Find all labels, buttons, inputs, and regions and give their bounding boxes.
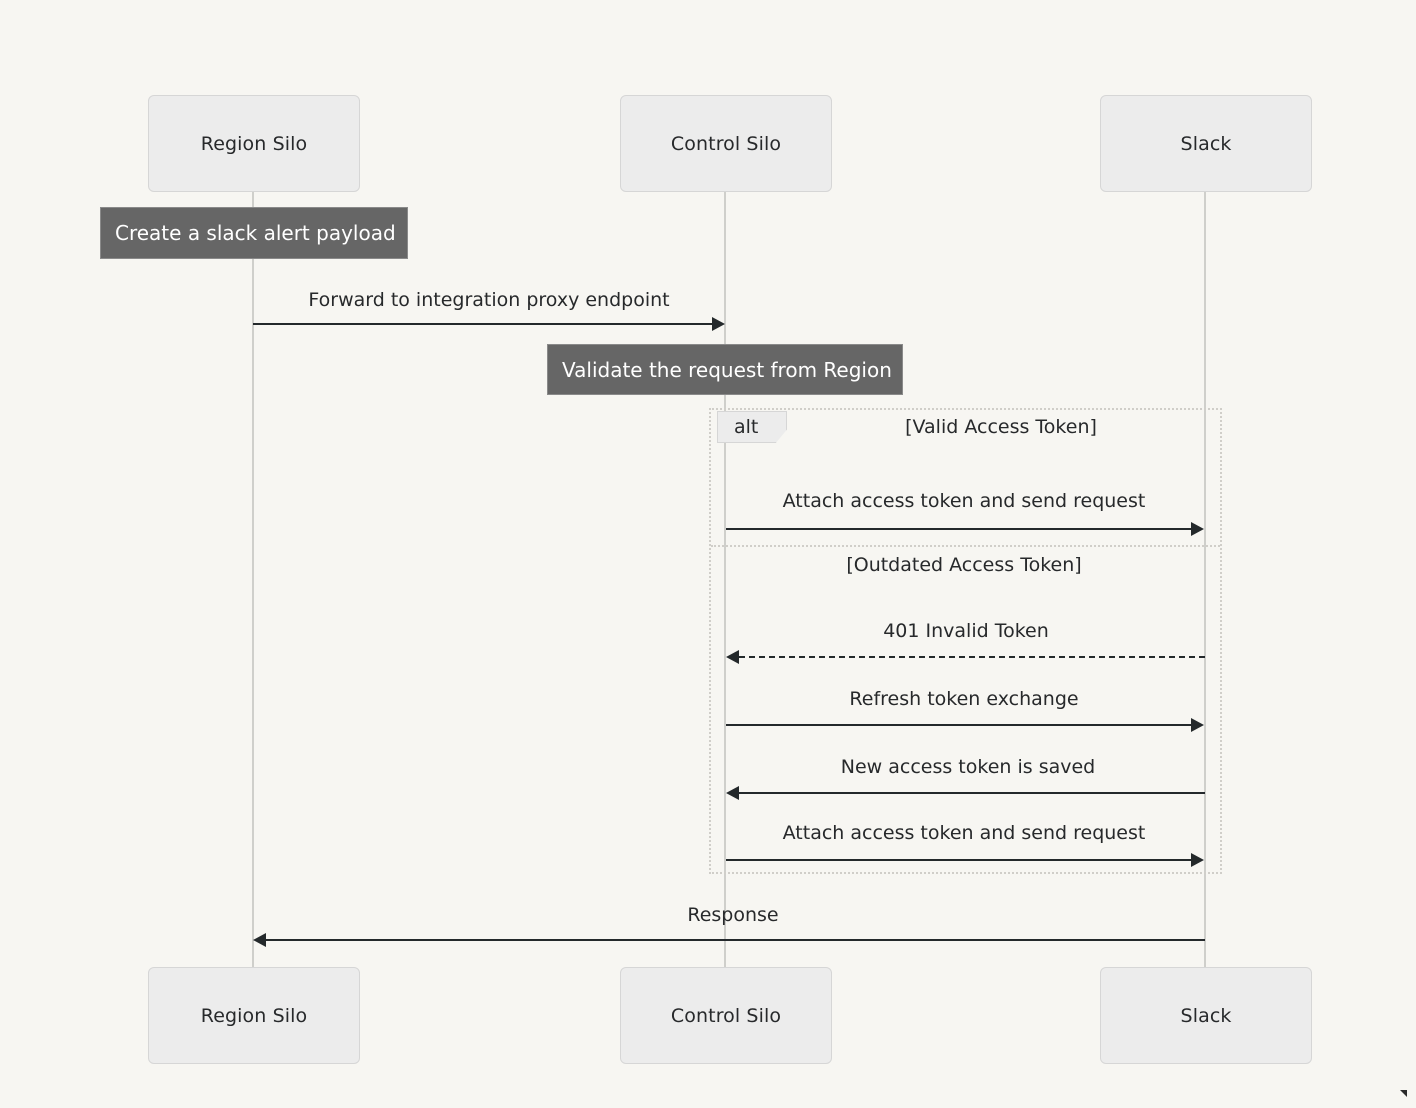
note-create-slack-alert-payload-label: Create a slack alert payload — [115, 221, 396, 245]
message-line-new-access-token-is-saved — [739, 792, 1205, 794]
participant-box-slack-top[interactable]: Slack — [1100, 95, 1312, 192]
participant-label-region-silo-bottom: Region Silo — [200, 1004, 308, 1027]
message-label-forward-to-integration-proxy-endpoint: Forward to integration proxy endpoint — [308, 289, 670, 311]
message-arrowhead-refresh-token-exchange — [1191, 718, 1204, 732]
alt-branch-condition-outdated-access-token: [Outdated Access Token] — [846, 554, 1082, 576]
participant-box-control-silo-bottom[interactable]: Control Silo — [620, 967, 832, 1064]
alt-block-keyword-label: alt — [734, 416, 759, 438]
message-line-refresh-token-exchange — [726, 724, 1192, 726]
alt-branch-divider — [711, 545, 1220, 547]
alt-branch-condition-valid-access-token: [Valid Access Token] — [905, 416, 1097, 438]
message-line-401-invalid-token — [739, 656, 1205, 658]
message-label-attach-access-token-refreshed: Attach access token and send request — [782, 822, 1146, 844]
note-validate-the-request-from-region-label: Validate the request from Region — [562, 357, 892, 382]
participant-box-region-silo-bottom[interactable]: Region Silo — [148, 967, 360, 1064]
participant-box-slack-bottom[interactable]: Slack — [1100, 967, 1312, 1064]
lifeline-control-silo — [724, 192, 726, 970]
message-label-response: Response — [687, 904, 779, 926]
participant-label-control-silo-top: Control Silo — [670, 132, 782, 155]
message-line-forward-to-integration-proxy-endpoint — [253, 323, 713, 325]
message-label-refresh-token-exchange: Refresh token exchange — [849, 688, 1079, 710]
message-arrowhead-attach-access-token-refreshed — [1191, 853, 1204, 867]
lifeline-region-silo — [252, 192, 254, 970]
participant-label-control-silo-bottom: Control Silo — [670, 1004, 782, 1027]
participant-box-region-silo-top[interactable]: Region Silo — [148, 95, 360, 192]
message-arrowhead-attach-access-token-valid — [1191, 522, 1204, 536]
resize-handle-icon[interactable] — [1400, 1090, 1407, 1097]
message-arrowhead-401-invalid-token — [726, 650, 739, 664]
message-arrowhead-new-access-token-is-saved — [726, 786, 739, 800]
participant-box-control-silo-top[interactable]: Control Silo — [620, 95, 832, 192]
participant-label-slack-bottom: Slack — [1180, 1004, 1232, 1027]
message-line-response — [266, 939, 1205, 941]
message-arrowhead-forward-to-integration-proxy-endpoint — [712, 317, 725, 331]
lifeline-slack — [1204, 192, 1206, 970]
message-label-401-invalid-token: 401 Invalid Token — [883, 620, 1049, 642]
alt-block-container — [709, 408, 1222, 874]
note-validate-the-request-from-region: Validate the request from Region — [547, 344, 903, 395]
message-line-attach-access-token-refreshed — [726, 859, 1192, 861]
message-label-new-access-token-is-saved: New access token is saved — [840, 756, 1096, 778]
participant-label-slack-top: Slack — [1180, 132, 1232, 155]
message-arrowhead-response — [253, 933, 266, 947]
message-label-attach-access-token-valid: Attach access token and send request — [782, 490, 1146, 512]
note-create-slack-alert-payload: Create a slack alert payload — [100, 207, 408, 259]
alt-block-keyword-tab: alt — [717, 411, 787, 443]
message-line-attach-access-token-valid — [726, 528, 1192, 530]
participant-label-region-silo-top: Region Silo — [200, 132, 308, 155]
